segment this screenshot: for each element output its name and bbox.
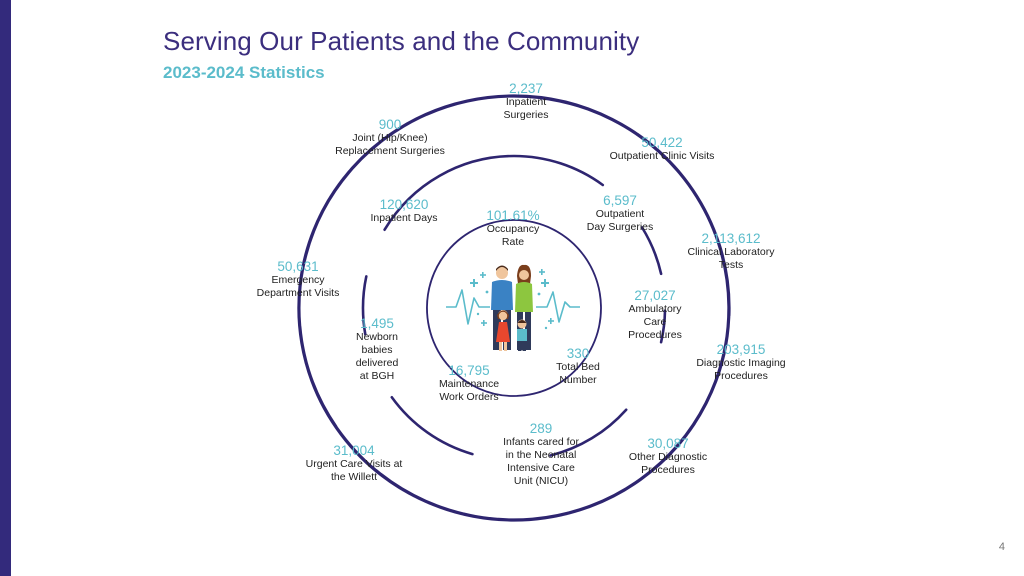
outer-ring: [297, 94, 731, 522]
stat-value: 30,087: [647, 436, 689, 451]
stat-value: 6,597: [603, 193, 637, 208]
stat-value: 1,495: [360, 316, 394, 331]
stat-outpatient-day-surgeries: 6,597 Outpatient Day Surgeries: [587, 193, 654, 234]
stat-value: 120,620: [379, 197, 429, 212]
stat-label: Outpatient Clinic Visits: [609, 150, 715, 162]
stat-value: 50,631: [277, 259, 319, 274]
stat-label: Infants cared for in the Neonatal Intens…: [503, 436, 579, 487]
stat-value: 289: [529, 421, 553, 436]
stat-diagnostic-imaging: 203,915 Diagnostic Imaging Procedures: [696, 342, 785, 383]
page-subtitle: 2023-2024 Statistics: [163, 63, 325, 82]
stat-label: Clinical Laboratory Tests: [687, 246, 775, 271]
stat-urgent-care: 31,004 Urgent Care Visits at the Willett: [306, 443, 403, 484]
stat-joint-replacement: 900 Joint (Hip/Knee) Replacement Surgeri…: [335, 117, 445, 158]
stat-newborn: 1,495 Newborn babies delivered at BGH: [356, 316, 399, 383]
middle-ring: [361, 154, 667, 457]
stat-value: 900: [378, 117, 402, 132]
stat-inpatient-surgeries: 2,237 Inpatient Surgeries: [504, 81, 549, 122]
stat-clinical-laboratory-tests: 2,113,612 Clinical Laboratory Tests: [688, 231, 775, 272]
stat-value: 2,113,612: [701, 231, 761, 246]
stat-label: Total Bed Number: [556, 361, 600, 386]
stat-value: 31,004: [333, 443, 375, 458]
stat-value: 330: [566, 346, 590, 361]
stat-label: Urgent Care Visits at the Willett: [305, 458, 403, 483]
inner-ring: [426, 219, 602, 397]
stat-label: Diagnostic Imaging Procedures: [696, 357, 786, 382]
stat-value: 27,027: [634, 288, 676, 303]
stat-value: 50,422: [641, 135, 683, 150]
stat-emergency-visits: 50,631 Emergency Department Visits: [257, 259, 340, 300]
stat-inpatient-days: 120,620 Inpatient Days: [370, 197, 437, 225]
stat-label: Newborn babies delivered at BGH: [355, 331, 399, 382]
family-heartbeat-icon: [446, 264, 580, 351]
stat-label: Inpatient Surgeries: [503, 96, 549, 121]
stat-outpatient-clinic-visits: 50,422 Outpatient Clinic Visits: [610, 135, 715, 163]
stat-label: Inpatient Days: [370, 212, 438, 224]
stat-label: Other Diagnostic Procedures: [628, 451, 708, 476]
stat-value: 2,237: [509, 81, 543, 96]
stat-label: Occupancy Rate: [486, 223, 540, 248]
stat-occupancy: 101.61% Occupancy Rate: [486, 208, 539, 249]
stat-label: Ambulatory Care Procedures: [628, 303, 682, 341]
stat-other-diagnostic: 30,087 Other Diagnostic Procedures: [629, 436, 707, 477]
stat-value: 16,795: [448, 363, 490, 378]
stat-value: 203,915: [716, 342, 766, 357]
stat-label: Joint (Hip/Knee) Replacement Surgeries: [335, 132, 445, 157]
stat-nicu: 289 Infants cared for in the Neonatal In…: [503, 421, 579, 488]
stat-maintenance: 16,795 Maintenance Work Orders: [439, 363, 499, 404]
page-title: Serving Our Patients and the Community: [163, 26, 640, 56]
stat-label: Maintenance Work Orders: [438, 378, 500, 403]
left-accent-bar: [0, 0, 11, 576]
page-number: 4: [998, 541, 1005, 553]
stat-ambulatory-care: 27,027 Ambulatory Care Procedures: [628, 288, 682, 342]
stat-value: 101.61%: [486, 208, 540, 223]
stat-label: Emergency Department Visits: [256, 274, 340, 299]
stat-label: Outpatient Day Surgeries: [586, 208, 654, 233]
stat-total-beds: 330 Total Bed Number: [556, 346, 600, 387]
